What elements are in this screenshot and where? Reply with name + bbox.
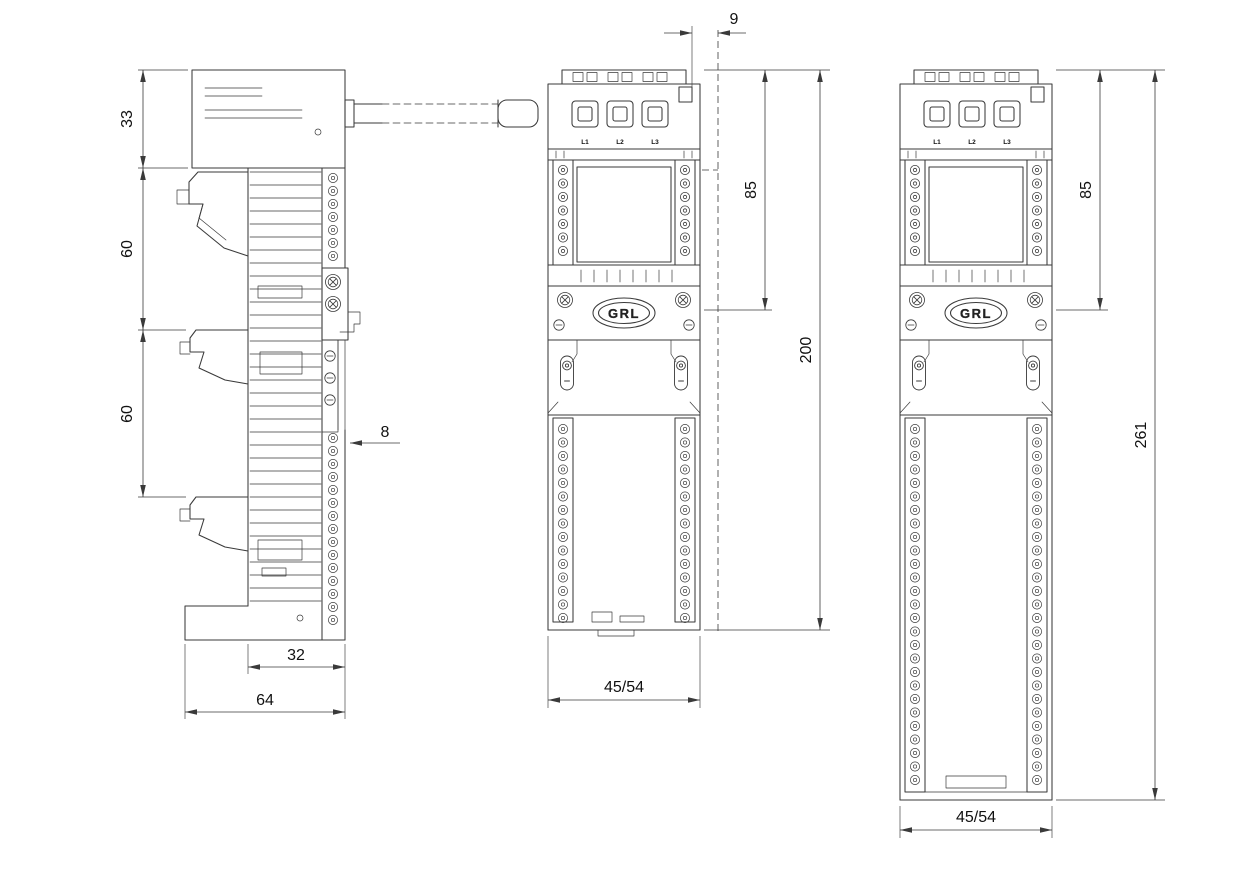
rail-claw-top — [176, 171, 249, 257]
side-terminal-strip-lower — [328, 433, 338, 625]
dim-body-width: 32 — [247, 644, 346, 719]
front-200-dimensions: 9 85 200 45/54 — [547, 11, 830, 708]
din-clip-block — [321, 267, 361, 433]
terminal-strip-right — [1032, 424, 1042, 785]
bottom-foot — [924, 775, 1028, 793]
rib-lines — [249, 171, 322, 602]
dim-rail-depth: 8 — [350, 424, 400, 446]
rail-claw-middle — [179, 329, 249, 385]
terminal-strip-right — [680, 424, 690, 623]
dim-label-45-54: 45/54 — [604, 679, 644, 696]
dim-pitch-lower: 60 — [119, 330, 186, 498]
dim-label-9: 9 — [730, 11, 739, 28]
dim-width: 45/54 — [547, 636, 701, 708]
side-terminal-strip-upper — [328, 173, 338, 261]
dim-width: 45/54 — [899, 806, 1053, 838]
dim-label-200: 200 — [798, 337, 815, 364]
side-view — [176, 69, 539, 641]
bottom-foot — [591, 611, 645, 637]
dim-upper-height: 85 — [704, 69, 830, 311]
side-view-dimensions: 33 60 60 8 32 64 — [119, 69, 400, 719]
front-261-dimensions: 85 261 45/54 — [899, 69, 1165, 838]
dim-label-85: 85 — [1078, 181, 1095, 199]
dim-label-33: 33 — [119, 110, 136, 128]
dim-top-height: 33 — [119, 69, 188, 169]
dim-upper-height: 85 — [1056, 69, 1165, 311]
dim-label-85: 85 — [743, 181, 760, 199]
terminal-strip-left — [558, 424, 568, 623]
dim-label-45-54: 45/54 — [956, 809, 996, 826]
dim-label-261: 261 — [1133, 422, 1150, 449]
dim-label-60-upper: 60 — [119, 240, 136, 258]
dim-label-8: 8 — [381, 424, 390, 441]
dim-label-60-lower: 60 — [119, 405, 136, 423]
dim-label-32: 32 — [287, 647, 305, 664]
dim-label-64: 64 — [256, 692, 274, 709]
dim-edge-offset: 9 — [664, 11, 746, 633]
dim-total-height: 261 — [1056, 70, 1165, 801]
front-view-200 — [547, 70, 701, 637]
cable — [344, 99, 539, 128]
rail-claw-bottom — [179, 496, 249, 552]
dim-pitch-upper: 60 — [119, 168, 186, 331]
dim-total-height: 200 — [704, 70, 830, 631]
front-view-261 — [899, 70, 1053, 801]
terminal-strip-left — [910, 424, 920, 785]
dim-total-width: 64 — [184, 644, 345, 719]
base-foot — [184, 605, 346, 641]
